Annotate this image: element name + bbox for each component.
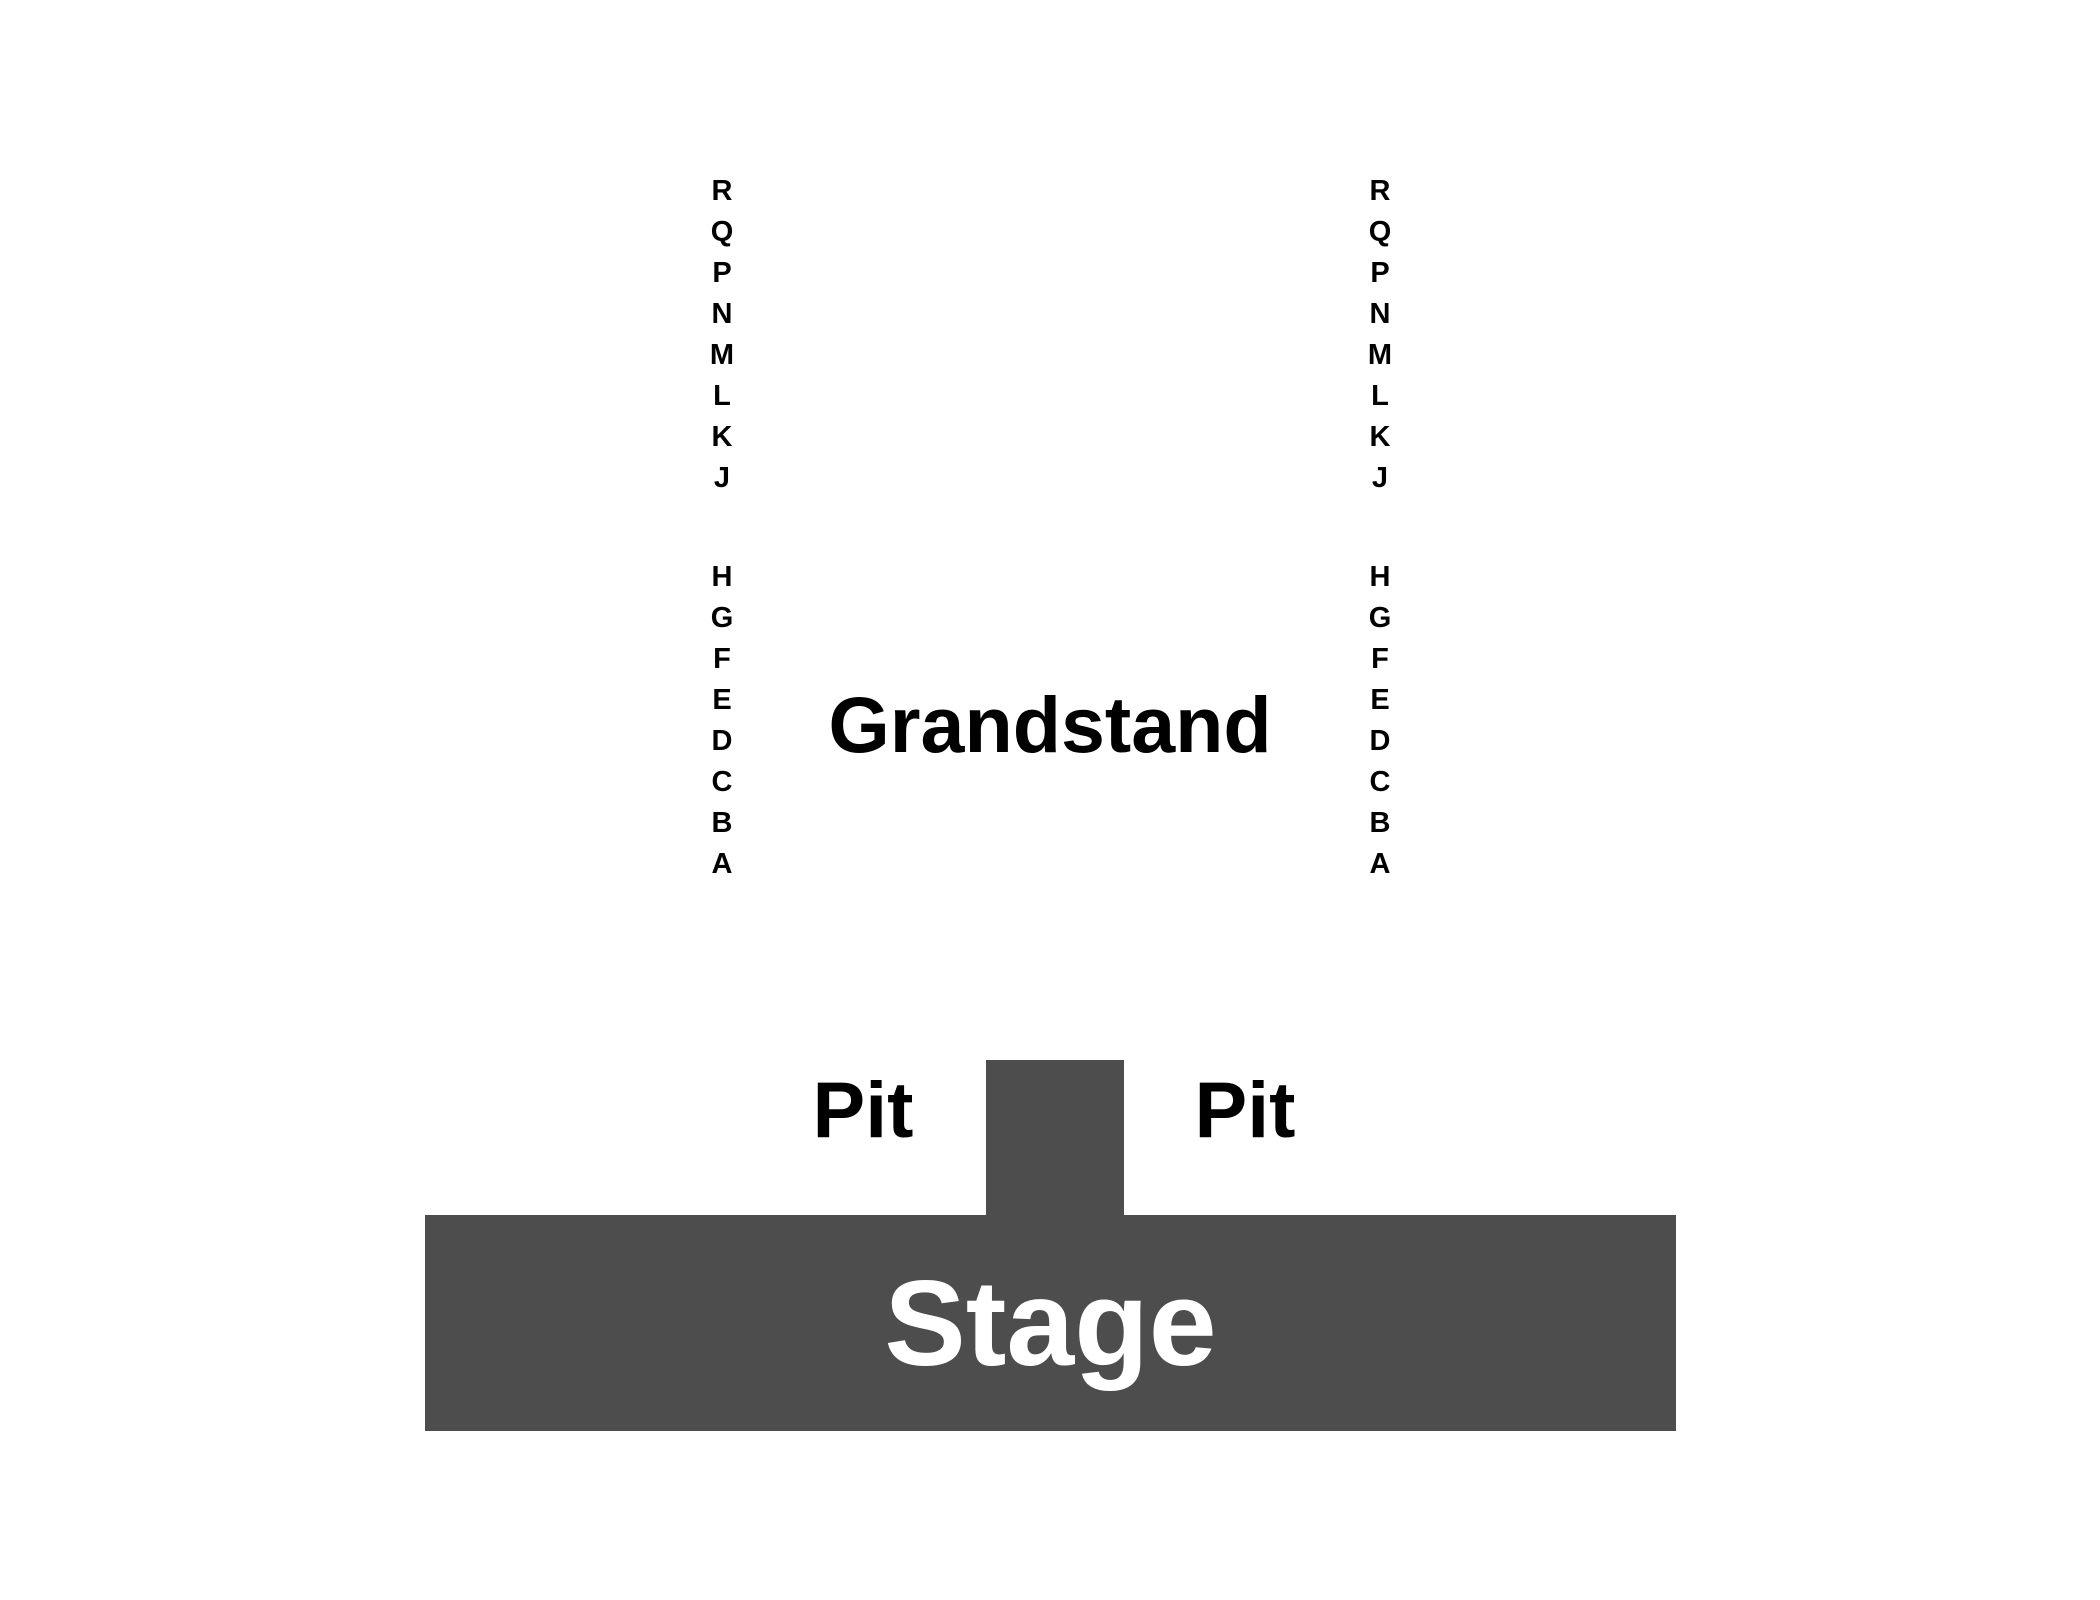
row-label-left-H[interactable]: H [711,561,733,593]
right-rows-upper: R Q P N M L K J [1350,171,1410,499]
row-label-right-B[interactable]: B [1369,807,1391,839]
row-label-right-E[interactable]: E [1370,684,1390,716]
row-label-left-R[interactable]: R [711,175,733,207]
row-label-left-M[interactable]: M [709,339,735,371]
row-label-left-G[interactable]: G [710,602,734,634]
row-label-left-D[interactable]: D [711,725,733,757]
left-rows-lower: H G F E D C B A [692,557,752,885]
row-label-right-D[interactable]: D [1369,725,1391,757]
row-label-left-N[interactable]: N [711,298,733,330]
row-label-right-A[interactable]: A [1369,848,1391,880]
row-label-left-Q[interactable]: Q [710,216,734,248]
row-label-right-C[interactable]: C [1369,766,1391,798]
row-label-left-P[interactable]: P [712,257,732,289]
row-label-right-R[interactable]: R [1369,175,1391,207]
row-label-right-L[interactable]: L [1371,380,1389,412]
row-label-left-J[interactable]: J [713,462,731,494]
row-label-right-P[interactable]: P [1370,257,1390,289]
row-label-left-A[interactable]: A [711,848,733,880]
row-label-left-B[interactable]: B [711,807,733,839]
row-label-right-N[interactable]: N [1369,298,1391,330]
pit-left-section-label[interactable]: Pit [812,1065,914,1154]
stage-main-block [425,1215,1676,1431]
row-label-right-F[interactable]: F [1371,643,1389,675]
row-label-left-L[interactable]: L [713,380,731,412]
right-rows-lower: H G F E D C B A [1350,557,1410,885]
stage-label: Stage [884,1255,1217,1391]
row-label-right-G[interactable]: G [1368,602,1392,634]
row-label-left-F[interactable]: F [713,643,731,675]
row-label-right-H[interactable]: H [1369,561,1391,593]
row-label-right-J[interactable]: J [1371,462,1389,494]
row-label-right-M[interactable]: M [1367,339,1393,371]
pit-right-section-label[interactable]: Pit [1194,1065,1296,1154]
row-label-left-C[interactable]: C [711,766,733,798]
stage-runway [986,1060,1124,1220]
row-label-right-Q[interactable]: Q [1368,216,1392,248]
row-label-left-K[interactable]: K [711,421,733,453]
row-label-left-E[interactable]: E [712,684,732,716]
row-label-right-K[interactable]: K [1369,421,1391,453]
grandstand-section-label[interactable]: Grandstand [828,680,1272,769]
left-rows-upper: R Q P N M L K J [692,171,752,499]
